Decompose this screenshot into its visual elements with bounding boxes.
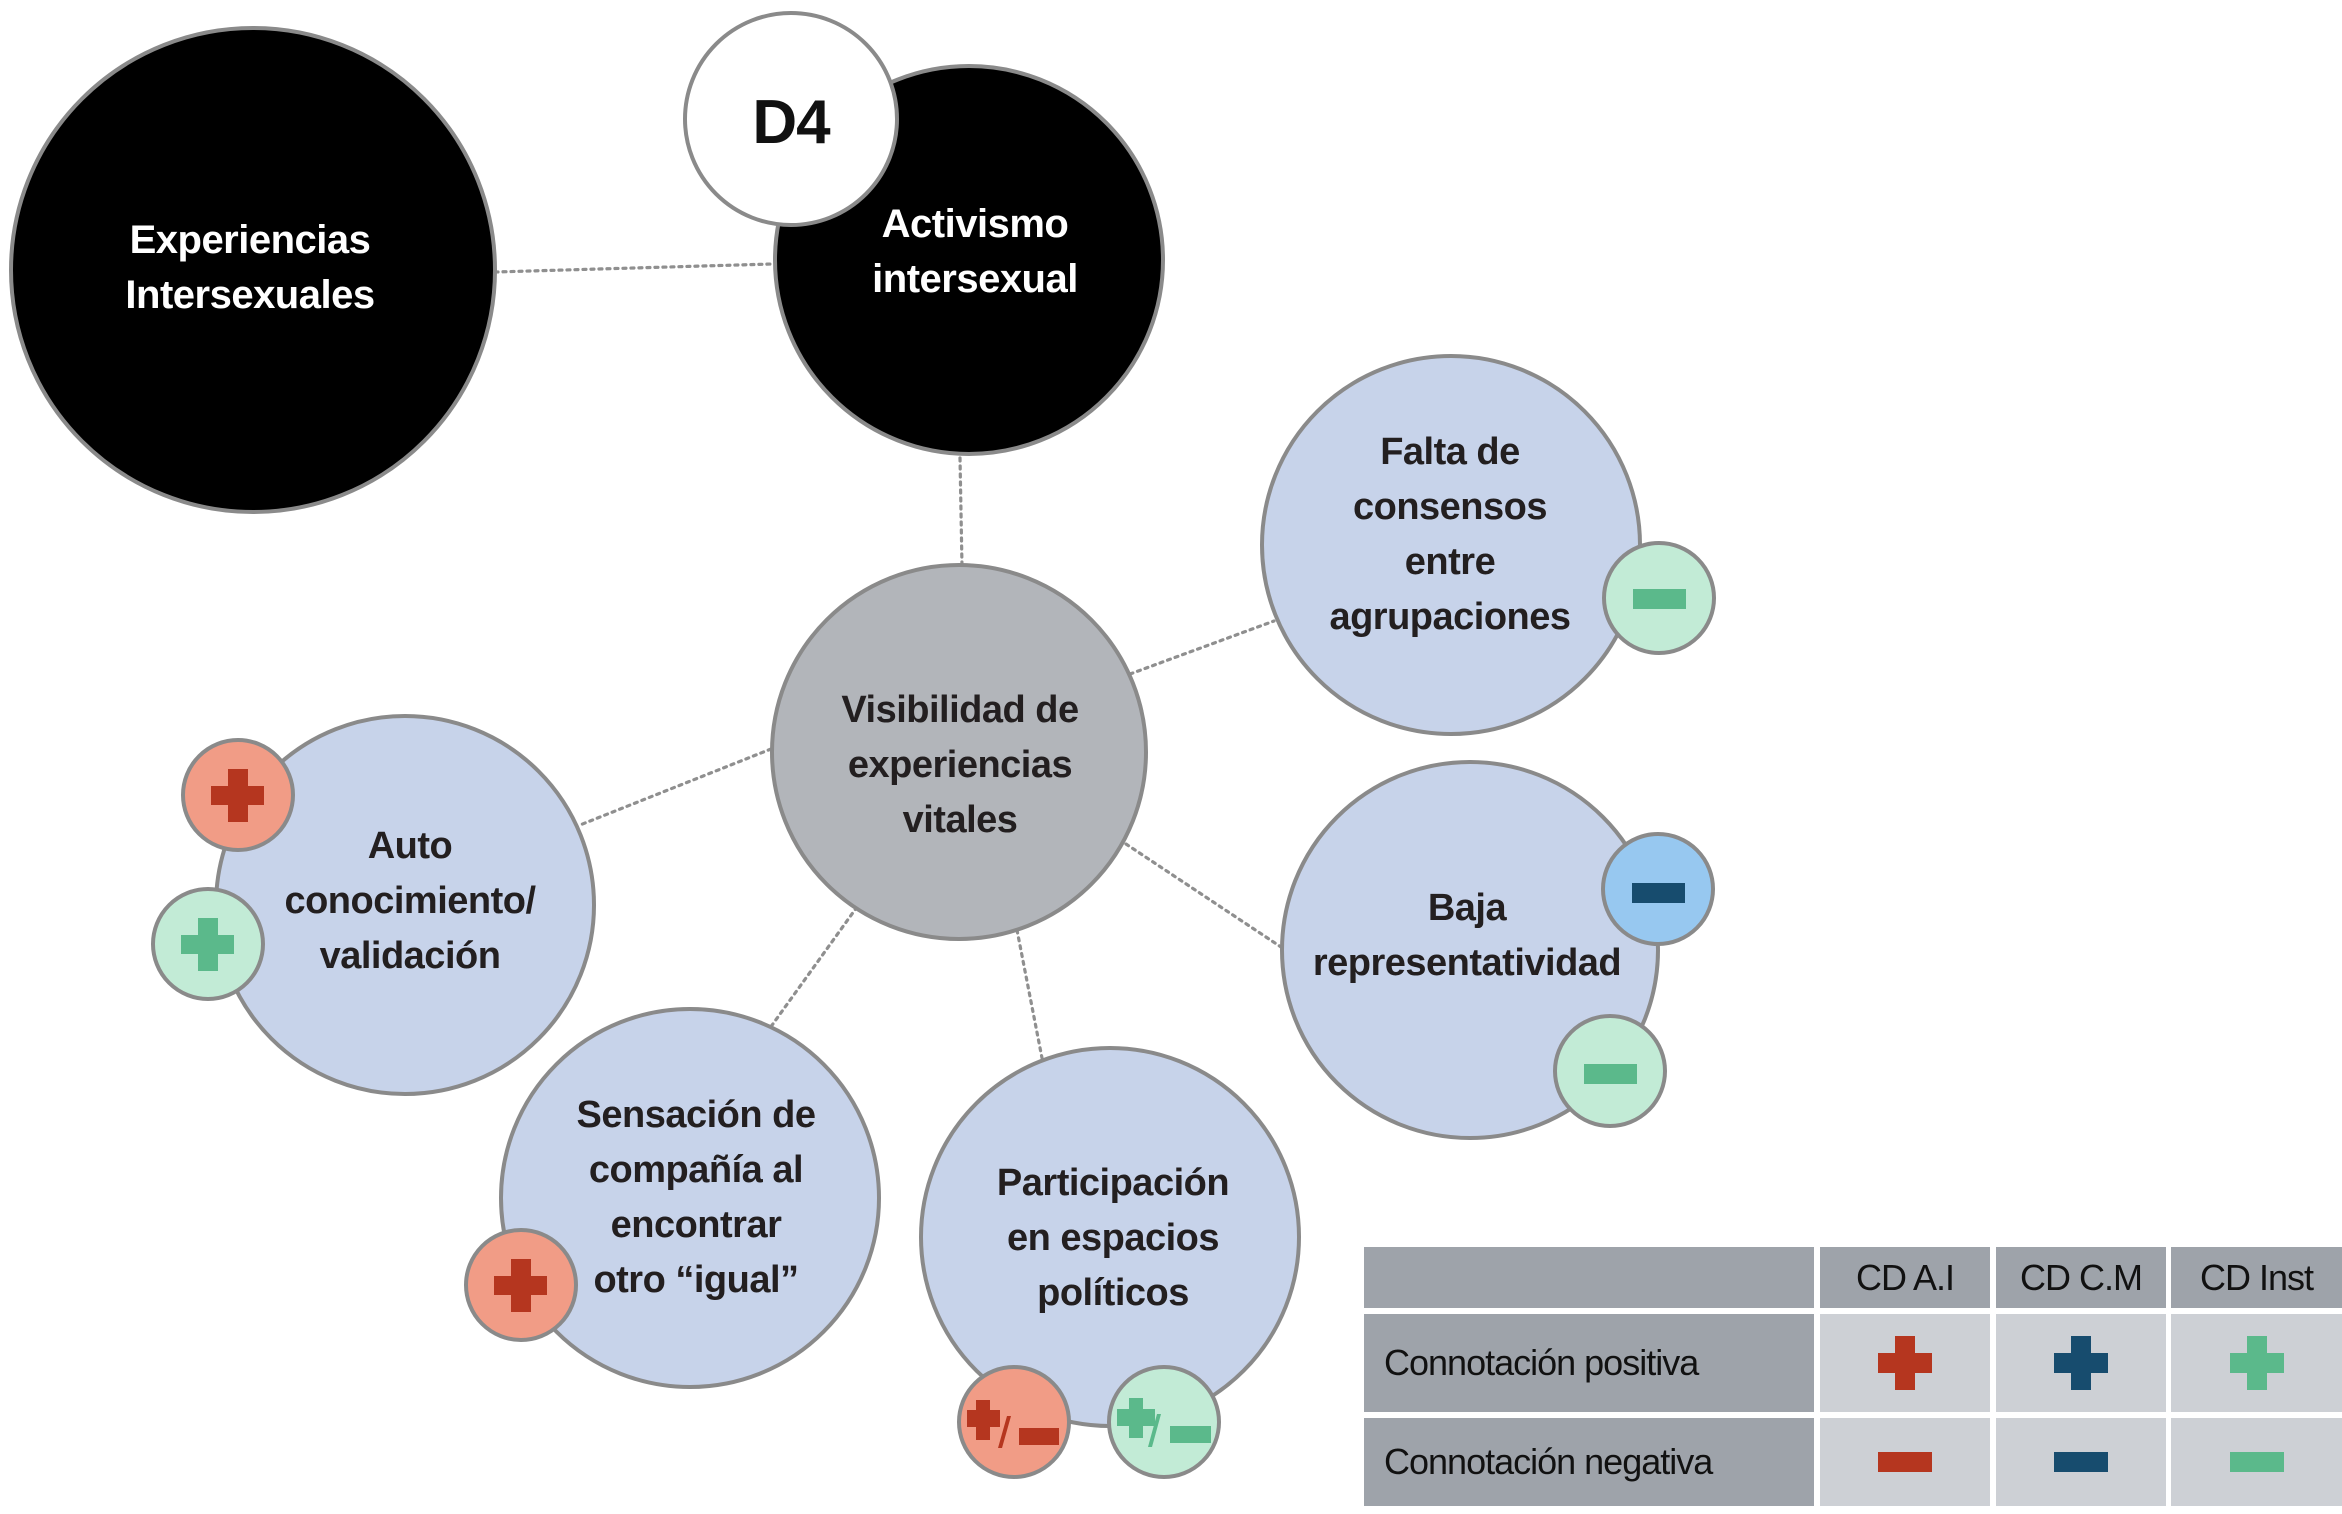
node-experiencias: Experiencias Intersexuales (9, 26, 497, 514)
badge-inst-minus (1602, 541, 1716, 655)
edge-activismo-visibilidad (958, 456, 964, 568)
badge-ai-plus-minus (957, 1365, 1071, 1479)
edge-visibilidad-falta (1128, 619, 1276, 676)
plus-icon (1878, 1336, 1932, 1390)
node-visibilidad-line1: Visibilidad de (841, 689, 1078, 731)
minus-icon (1878, 1435, 1932, 1489)
badge-ai-plus (181, 738, 295, 852)
node-sensacion-line3: encontrar (611, 1204, 782, 1246)
node-activismo-line2: intersexual (872, 257, 1078, 301)
connectors (493, 262, 1283, 1060)
node-falta-line4: agrupaciones (1329, 596, 1570, 638)
edge-visibilidad-baja (1124, 842, 1283, 949)
badge-inst-plus (151, 887, 265, 1001)
node-baja-line1: Baja (1428, 887, 1508, 929)
plus-icon (181, 918, 234, 971)
node-falta: Falta de consensos entre agrupaciones (1260, 354, 1716, 736)
minus-icon (1584, 1064, 1637, 1084)
node-falta-line2: consensos (1353, 486, 1547, 528)
node-falta-line1: Falta de (1380, 431, 1520, 473)
node-sensacion-line1: Sensación de (577, 1094, 816, 1136)
node-baja: Baja representatividad (1280, 760, 1715, 1140)
plus-minus-icon (967, 1400, 1059, 1448)
plus-icon (494, 1259, 547, 1312)
node-auto-line2: conocimiento/ (284, 880, 536, 922)
plus-icon (2054, 1336, 2108, 1390)
node-participacion-line1: Participación (997, 1162, 1229, 1204)
edge-visibilidad-sensacion (768, 905, 859, 1030)
node-auto: Auto conocimiento/ validación (151, 714, 596, 1096)
legend-row-positive-label: Connotación positiva (1364, 1314, 1814, 1412)
node-experiencias-line2: Intersexuales (125, 273, 374, 317)
node-auto-line3: validación (320, 935, 501, 977)
badge-ai-plus (464, 1228, 578, 1342)
node-sensacion-line4: otro “igual” (593, 1259, 798, 1301)
legend-header-cd-inst: CD Inst (2171, 1247, 2342, 1308)
legend-cell-inst-negative (2171, 1418, 2342, 1506)
plus-icon (2229, 1336, 2284, 1390)
edge-experiencias-activismo (493, 262, 774, 274)
node-participacion-line2: en espacios (1007, 1217, 1219, 1259)
edge-visibilidad-auto (578, 747, 773, 827)
node-sensacion-line2: compañía al (589, 1149, 803, 1191)
legend-cell-ai-negative (1820, 1418, 1990, 1506)
edge-visibilidad-participacion (1015, 928, 1044, 1060)
dimension-label: D4 (683, 11, 899, 227)
legend-header-cd-cm: CD C.M (1996, 1247, 2166, 1308)
node-activismo-line1: Activismo (882, 202, 1069, 246)
legend-cell-cm-positive (1996, 1314, 2166, 1412)
plus-icon (211, 769, 264, 822)
minus-icon (2054, 1435, 2108, 1489)
legend-header-empty (1364, 1247, 1814, 1308)
node-participacion-line3: políticos (1037, 1272, 1189, 1314)
minus-icon (1633, 589, 1686, 609)
node-auto-line1: Auto (368, 825, 453, 867)
node-visibilidad: Visibilidad de experiencias vitales (770, 563, 1148, 941)
legend-cell-cm-negative (1996, 1418, 2166, 1506)
legend-header-cd-ai: CD A.I (1820, 1247, 1990, 1308)
badge-inst-minus (1553, 1014, 1667, 1128)
legend-cell-ai-positive (1820, 1314, 1990, 1412)
node-falta-line3: entre (1405, 541, 1495, 583)
node-experiencias-line1: Experiencias (130, 218, 371, 262)
badge-inst-plus-minus (1107, 1365, 1221, 1479)
legend-cell-inst-positive (2171, 1314, 2342, 1412)
node-visibilidad-line3: vitales (903, 799, 1018, 841)
node-sensacion: Sensación de compañía al encontrar otro … (464, 1007, 881, 1389)
badge-cm-minus (1601, 832, 1715, 946)
node-baja-line2: representatividad (1313, 942, 1621, 984)
node-participacion: Participación en espacios políticos (919, 1046, 1301, 1479)
plus-minus-icon (1117, 1398, 1211, 1447)
minus-icon (1632, 883, 1685, 903)
dimension-label-text: D4 (752, 88, 831, 157)
minus-icon (2229, 1435, 2284, 1489)
legend-row-negative-label: Connotación negativa (1364, 1418, 1814, 1506)
node-visibilidad-line2: experiencias (848, 744, 1072, 786)
